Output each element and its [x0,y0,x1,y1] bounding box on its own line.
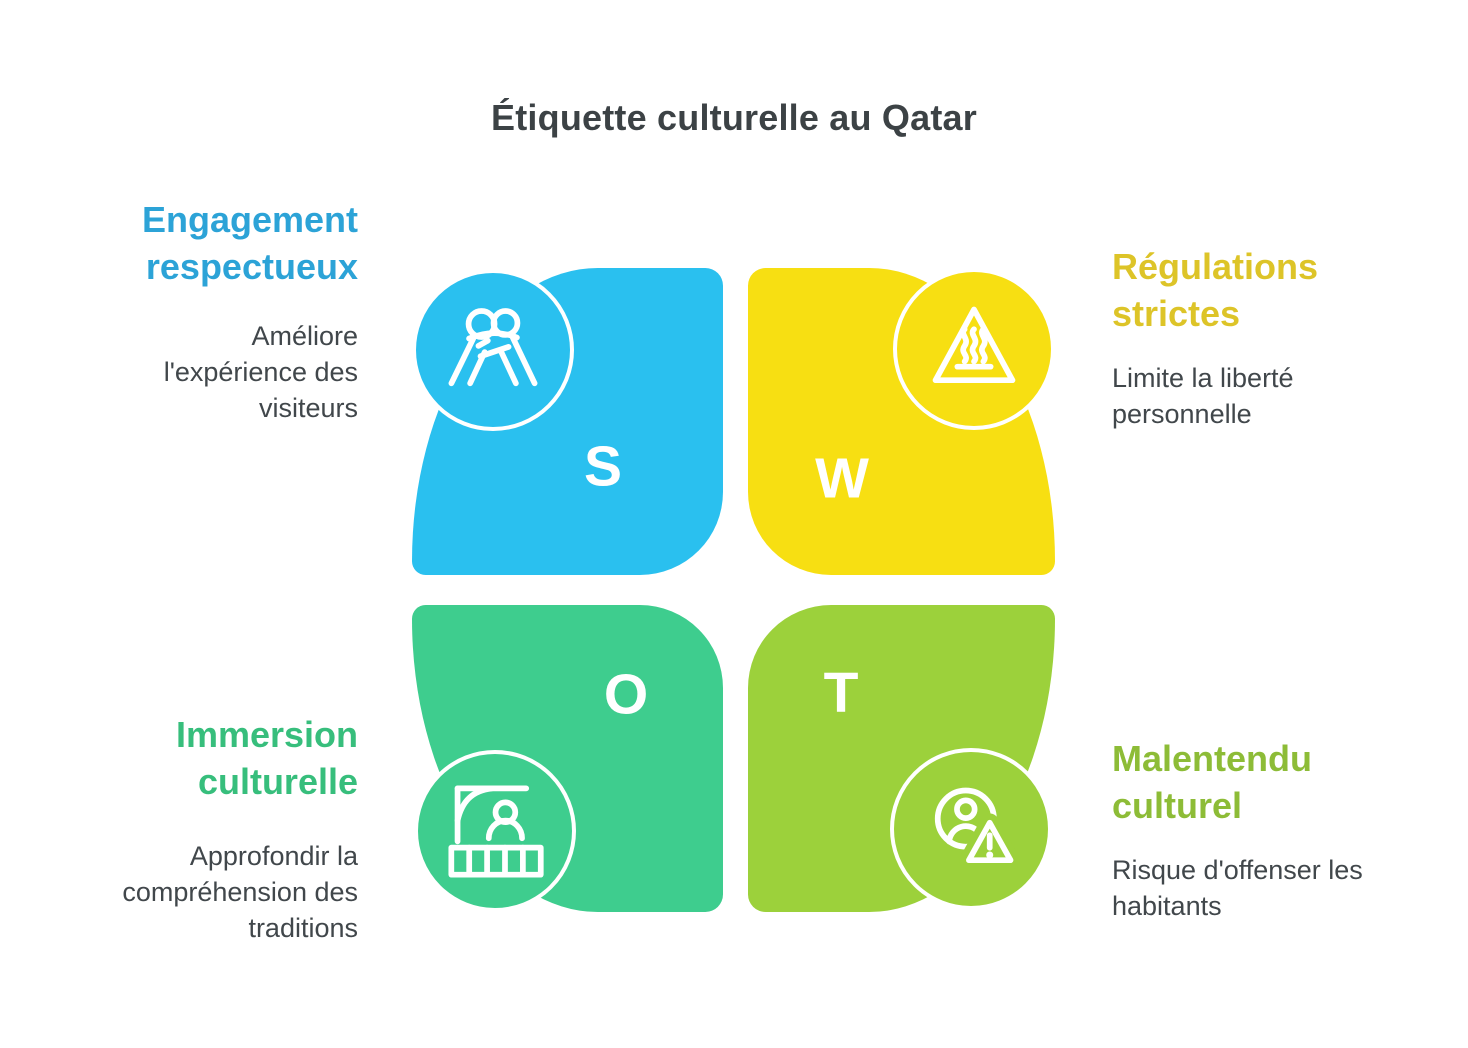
strengths-icon-badge [412,269,574,431]
threats-icon-badge [890,748,1052,910]
weaknesses-description: Limite la liberté personnelle [1112,363,1294,429]
opportunities-description: Approfondir la compréhension des traditi… [122,841,358,943]
threats-description: Risque d'offenser les habitants [1112,855,1363,921]
hot-surface-warning-icon [932,306,1016,384]
people-hugging-icon [448,308,538,387]
strengths-heading: Engagement respectueux [141,199,358,287]
weaknesses-heading: Régulations strictes [1112,246,1319,334]
opportunities-heading: Immersion culturelle [175,714,358,802]
strengths-description: Améliore l'expérience des visiteurs [163,321,358,423]
threats-heading: Malentendu culturel [1112,738,1313,826]
opportunities-icon-badge [414,750,576,912]
weaknesses-letter: W [815,446,869,511]
theater-stage-icon [448,785,544,878]
strengths-letter: S [583,434,623,499]
weaknesses-icon-badge [893,268,1055,430]
page-title: Étiquette culturelle au Qatar [491,97,977,138]
opportunities-letter: O [603,662,649,727]
user-alert-icon [934,787,1020,870]
threats-letter: T [823,660,859,725]
